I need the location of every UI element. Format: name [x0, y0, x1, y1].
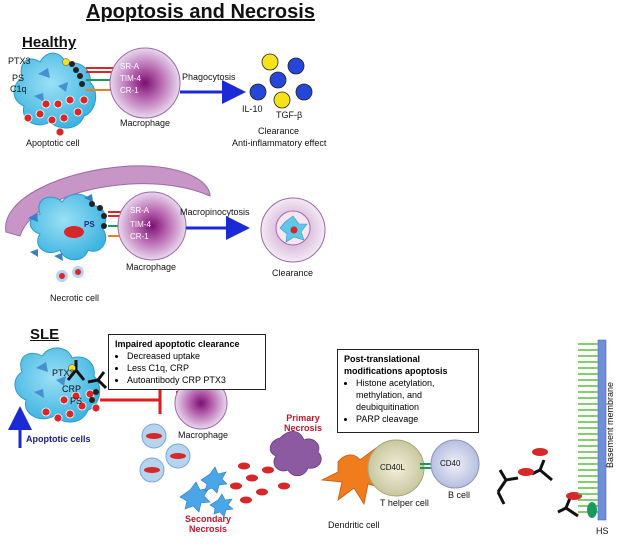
- healthy-ligand-dots: [62, 58, 85, 87]
- basement-membrane: [578, 339, 607, 521]
- il10-label: IL-10: [242, 104, 263, 114]
- sle-ptx3-label: PTX3: [52, 368, 75, 378]
- necrotic-receptor-sr-a: SR-A: [130, 206, 150, 215]
- necrotic-receptor-tim-4: TIM-4: [130, 220, 151, 229]
- ptm-title: Post-translational modifications apoptos…: [344, 354, 448, 376]
- healthy-blebs: [23, 95, 89, 137]
- necrotic-debris: [28, 194, 93, 282]
- necrotic-ps-label: PS: [84, 220, 95, 229]
- autoantibodies: [66, 360, 108, 390]
- macrophage-label: Macrophage: [120, 118, 171, 128]
- secondary-necrosis-cells: [179, 466, 234, 518]
- sle-ps-label: PS: [70, 396, 83, 406]
- clearance-label: Clearance: [258, 126, 300, 136]
- receptor-cr-1: CR-1: [120, 86, 139, 95]
- secondary-necrosis-label: Secondary Necrosis: [184, 514, 232, 534]
- sle-apoptotic-cell: [14, 347, 101, 423]
- cd40-label: CD40: [440, 459, 461, 468]
- tgfb-label: TGF-β: [276, 110, 303, 120]
- sle-ligand-dots: [68, 364, 99, 403]
- impaired-clearance-box: Impaired apoptotic clearance Decreased u…: [108, 334, 266, 390]
- sle-macrophage-label: Macrophage: [178, 430, 229, 440]
- apoptotic-cell-label: Apoptotic cell: [26, 138, 80, 148]
- page-title: Apoptosis and Necrosis: [86, 1, 315, 23]
- impaired-item-1: Decreased uptake: [127, 350, 259, 362]
- impaired-item-2: Less C1q, CRP: [127, 362, 259, 374]
- cd40l-label: CD40L: [380, 463, 405, 472]
- necrotic-macrophage: [117, 191, 187, 261]
- cytokines: [249, 53, 313, 109]
- necrotic-macrophage-label: Macrophage: [126, 262, 177, 272]
- cd40-interaction: [420, 463, 432, 469]
- impaired-clearance-title: Impaired apoptotic clearance: [115, 339, 240, 349]
- impaired-item-3: Autoantibody CRP PTX3: [127, 374, 259, 386]
- anti-inflammatory-label: Anti-inflammatory effect: [232, 138, 327, 148]
- t-helper-label: T helper cell: [380, 498, 429, 508]
- sle-blebs: [41, 389, 101, 423]
- dendritic-cell-label: Dendritic cell: [328, 520, 380, 530]
- crp-label: CRP: [62, 384, 82, 394]
- receptor-sr-a: SR-A: [120, 62, 140, 71]
- necrotic-receptor-cr-1: CR-1: [130, 232, 149, 241]
- basement-membrane-label: Basement membrane: [605, 381, 615, 469]
- primary-necrosis-label: Primary Necrosis: [283, 413, 323, 433]
- apoptotic-cells-label: Apoptotic cells: [26, 434, 91, 444]
- phagocytosis-label: Phagocytosis: [182, 72, 236, 82]
- receptor-tim-4: TIM-4: [120, 74, 141, 83]
- ptm-box: Post-translational modifications apoptos…: [337, 349, 479, 433]
- ptx3-label: PTX3: [8, 56, 31, 66]
- healthy-macrophage: [109, 47, 181, 119]
- c1q-label: C1q: [10, 84, 27, 94]
- hs-label: HS: [596, 526, 609, 536]
- sle-heading: SLE: [30, 326, 60, 343]
- primary-necrosis-cell: [269, 431, 322, 477]
- macropinocytosis-label: Macropinocytosis: [180, 207, 250, 217]
- clearance-vesicle: [260, 197, 326, 263]
- heparan-sulfate-site: [587, 502, 597, 518]
- ptm-item-1: Histone acetylation, methylation, and de…: [356, 377, 472, 413]
- apoptotic-bodies: [139, 423, 191, 483]
- necrotic-ligand-dots: [89, 201, 107, 229]
- inhibition-bar: [100, 386, 162, 414]
- bound-fragments: [518, 448, 582, 500]
- ps-label: PS: [12, 73, 25, 83]
- necrotic-clearance-label: Clearance: [272, 268, 314, 278]
- b-cell-label: B cell: [448, 490, 471, 500]
- healthy-nuclear-fragments: [34, 68, 68, 102]
- ptm-item-2: PARP cleavage: [356, 413, 472, 425]
- autoantibodies-free: [496, 459, 579, 518]
- necrotic-cell: [29, 193, 107, 261]
- sle-nuclear-fragments: [34, 362, 66, 398]
- healthy-heading: Healthy: [22, 34, 77, 51]
- b-cell: [430, 439, 480, 489]
- necrotic-cell-label: Necrotic cell: [50, 293, 100, 303]
